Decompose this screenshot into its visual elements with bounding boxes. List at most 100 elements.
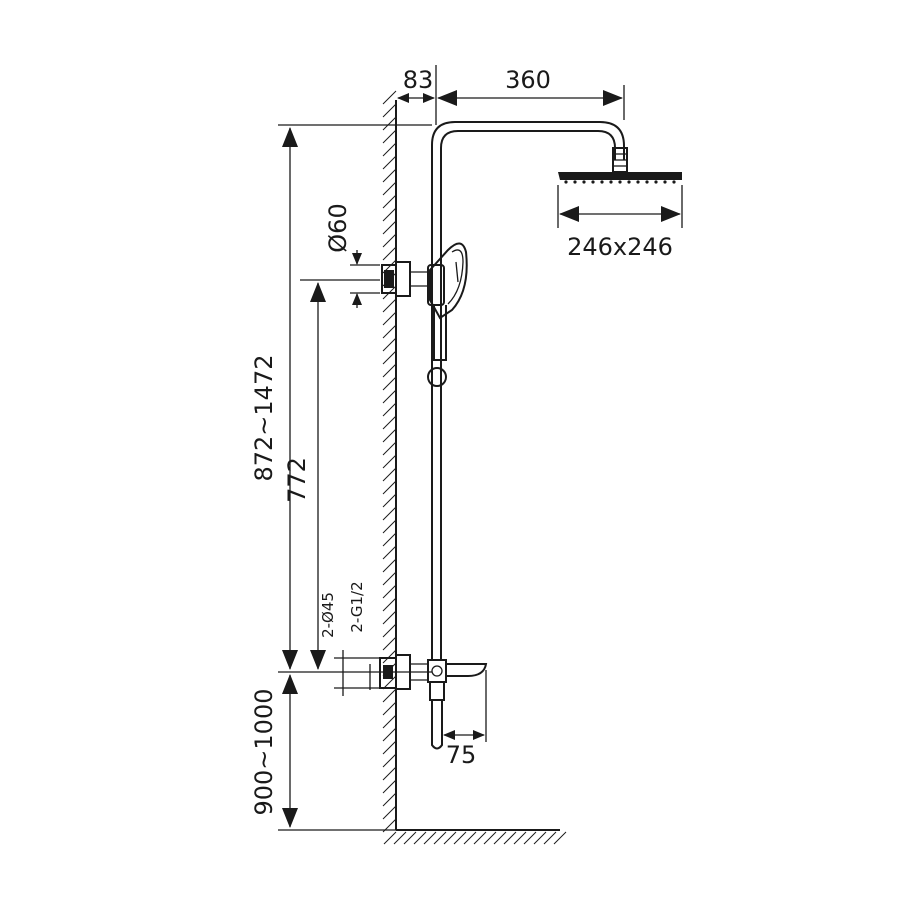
wall-hatch-stroke bbox=[382, 415, 397, 430]
floor-hatch-stroke bbox=[543, 831, 557, 845]
wall-hatch-stroke bbox=[382, 493, 397, 508]
wall-hatch-stroke bbox=[382, 129, 397, 144]
nozzle-dot bbox=[582, 180, 586, 184]
wall-hatch-stroke bbox=[382, 363, 397, 378]
riser-outer bbox=[431, 121, 625, 660]
wall-hatch-stroke bbox=[382, 376, 397, 391]
mixer-body bbox=[427, 659, 447, 683]
floor-hatch-stroke bbox=[533, 831, 547, 845]
wall-hatch-stroke bbox=[382, 584, 397, 599]
floor bbox=[383, 829, 567, 845]
inlet-flange-label: 2-Ø45 bbox=[319, 592, 337, 638]
wall-hatch-stroke bbox=[382, 350, 397, 365]
mixer-valve: 75 bbox=[427, 659, 488, 769]
floor-hatch-stroke bbox=[493, 831, 507, 845]
floor-hatch-stroke bbox=[523, 831, 537, 845]
diverter-handle bbox=[431, 700, 443, 750]
wall-hatch-stroke bbox=[382, 753, 397, 768]
shower-column bbox=[431, 121, 628, 660]
nozzle-dot bbox=[591, 180, 595, 184]
wall-hatch-stroke bbox=[382, 103, 397, 118]
wall-hatch-stroke bbox=[382, 506, 397, 521]
floor-hatch-stroke bbox=[433, 831, 447, 845]
wall-hatch-stroke bbox=[382, 324, 397, 339]
wall-hatch-stroke bbox=[382, 636, 397, 651]
wall-hatch-stroke bbox=[382, 675, 397, 690]
total-height-label: 872~1472 bbox=[250, 355, 278, 482]
floor-hatch-stroke bbox=[483, 831, 497, 845]
riser-inner bbox=[440, 130, 616, 660]
wall-hatch-stroke bbox=[382, 207, 397, 222]
wall-hatch-stroke bbox=[382, 220, 397, 235]
wall-hatch-stroke bbox=[382, 337, 397, 352]
nozzle-dot bbox=[600, 180, 604, 184]
overhead-shower-head: 246x246 bbox=[557, 172, 683, 261]
hand-shower-holder bbox=[427, 264, 445, 306]
nozzle-dot bbox=[645, 180, 649, 184]
floor-hatch-stroke bbox=[403, 831, 417, 845]
wall-hatch-stroke bbox=[382, 740, 397, 755]
wall-hatch-stroke bbox=[382, 246, 397, 261]
wall-hatch-stroke bbox=[382, 142, 397, 157]
hand-shower bbox=[427, 242, 468, 387]
wall-hatch-stroke bbox=[382, 519, 397, 534]
wall-hatch-stroke bbox=[382, 116, 397, 131]
slider-knob bbox=[427, 367, 447, 387]
wall-hatch-stroke bbox=[382, 90, 397, 105]
floor-hatch-stroke bbox=[383, 831, 397, 845]
nozzle-dot bbox=[636, 180, 640, 184]
shower-head-nozzles bbox=[564, 180, 676, 184]
wall-hatch-stroke bbox=[382, 623, 397, 638]
wall-hatch-stroke bbox=[382, 545, 397, 560]
wall-hatch-stroke bbox=[382, 597, 397, 612]
wall-hatch-stroke bbox=[382, 311, 397, 326]
floor-hatch-stroke bbox=[393, 831, 407, 845]
wall-offset-label: 83 bbox=[403, 66, 434, 94]
wall-hatch-stroke bbox=[382, 428, 397, 443]
shower-head-plate bbox=[558, 172, 682, 180]
wall-hatch-stroke bbox=[382, 727, 397, 742]
top-bracket: Ø60 bbox=[324, 203, 432, 308]
floor-hatch-stroke bbox=[453, 831, 467, 845]
wall-hatch-stroke bbox=[382, 805, 397, 820]
wall bbox=[382, 90, 397, 833]
bracket-flange bbox=[395, 261, 411, 297]
wall-hatch-stroke bbox=[382, 441, 397, 456]
floor-hatch-stroke bbox=[443, 831, 457, 845]
wall-hatch-stroke bbox=[382, 389, 397, 404]
wall-hatch-stroke bbox=[382, 792, 397, 807]
wall-hatch-stroke bbox=[382, 298, 397, 313]
wall-hatching bbox=[382, 90, 397, 833]
bracket-to-inlet-label: 772 bbox=[283, 457, 311, 503]
inlet-height-label: 900~1000 bbox=[250, 689, 278, 816]
arm-length-label: 360 bbox=[505, 66, 551, 94]
hand-shower-head bbox=[429, 242, 468, 320]
wall-hatch-stroke bbox=[382, 480, 397, 495]
nozzle-dot bbox=[627, 180, 631, 184]
wall-hatch-stroke bbox=[382, 168, 397, 183]
floor-hatching bbox=[383, 831, 567, 845]
floor-hatch-stroke bbox=[423, 831, 437, 845]
wall-hatch-stroke bbox=[382, 571, 397, 586]
wall-hatch-stroke bbox=[382, 714, 397, 729]
floor-hatch-stroke bbox=[513, 831, 527, 845]
wall-hatch-stroke bbox=[382, 402, 397, 417]
wall-hatch-stroke bbox=[382, 766, 397, 781]
nozzle-dot bbox=[663, 180, 667, 184]
floor-hatch-stroke bbox=[473, 831, 487, 845]
inlet-connection: 2-Ø45 2-G1/2 bbox=[319, 581, 428, 696]
inlet-thread-label: 2-G1/2 bbox=[348, 581, 366, 632]
floor-hatch-stroke bbox=[503, 831, 517, 845]
bracket-diameter-label: Ø60 bbox=[324, 203, 352, 252]
nozzle-dot bbox=[672, 180, 676, 184]
wall-hatch-stroke bbox=[382, 701, 397, 716]
top-dimensions: 83 360 bbox=[397, 65, 625, 125]
nozzle-dot bbox=[573, 180, 577, 184]
floor-hatch-stroke bbox=[413, 831, 427, 845]
wall-hatch-stroke bbox=[382, 779, 397, 794]
nozzle-dot bbox=[654, 180, 658, 184]
head-size-label: 246x246 bbox=[567, 233, 673, 261]
wall-hatch-stroke bbox=[382, 454, 397, 469]
